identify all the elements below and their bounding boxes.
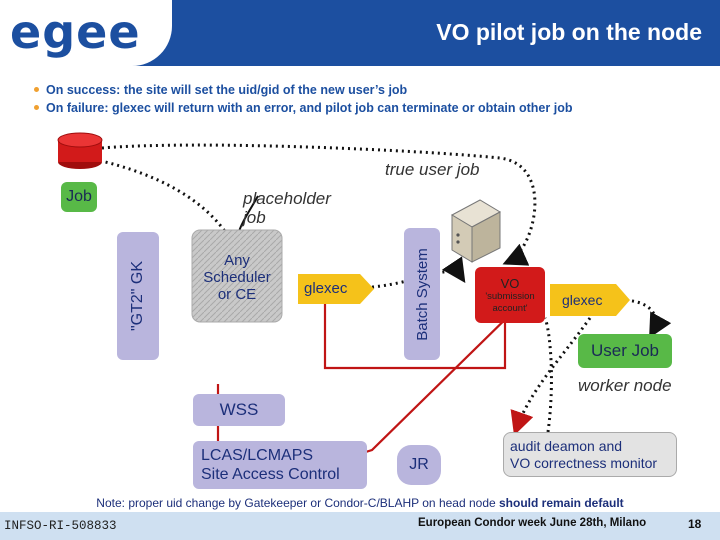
user-job-box: User Job bbox=[578, 334, 672, 368]
audit-label-line2: VO correctness monitor bbox=[510, 454, 658, 471]
scheduler-label: Any Scheduler or CE bbox=[192, 252, 282, 303]
slide-title: VO pilot job on the node bbox=[436, 19, 702, 45]
job-box: Job bbox=[61, 182, 97, 212]
footer-note-bold: should remain default bbox=[499, 496, 624, 510]
footer-project-id: INFSO-RI-508833 bbox=[4, 519, 117, 533]
job-label: Job bbox=[66, 188, 92, 205]
bullet-success: On success: the site will set the uid/gi… bbox=[34, 82, 407, 98]
footer-bar bbox=[0, 512, 720, 540]
scheduler-label-line1: Any bbox=[224, 252, 250, 269]
logo-area: egee bbox=[0, 0, 172, 66]
glexec-left-label: glexec bbox=[304, 280, 348, 297]
bullet-dot-icon bbox=[34, 105, 39, 110]
scheduler-label-line3: or CE bbox=[217, 286, 257, 303]
jr-box: JR bbox=[397, 445, 441, 485]
glexec-left-tag bbox=[298, 274, 374, 304]
user-job-label: User Job bbox=[590, 341, 660, 360]
vo-submission-label: 'submission bbox=[485, 290, 535, 302]
database-icon bbox=[57, 132, 103, 169]
egee-logo: egee bbox=[10, 5, 141, 59]
page-number: 18 bbox=[688, 517, 702, 531]
vo-account-label: account' bbox=[492, 302, 528, 314]
placeholder-label-line2: job bbox=[243, 208, 266, 227]
audit-to-glexec-dotted bbox=[510, 317, 592, 436]
audit-label-line1: audit deamon and bbox=[510, 437, 623, 454]
red-line-vo-lcas bbox=[355, 299, 526, 457]
placeholder-label-line1: placeholder bbox=[243, 189, 331, 208]
vo-submission-box: VO 'submission account' bbox=[475, 267, 545, 323]
glexec-right-tag bbox=[550, 284, 630, 316]
red-line-scheduler-vo bbox=[323, 290, 507, 370]
lcas-label-line1: LCAS/LCMAPS bbox=[201, 447, 314, 464]
lcas-label-line2: Site Access Control bbox=[201, 466, 340, 483]
worker-node-label: worker node bbox=[578, 376, 672, 395]
server-icon bbox=[450, 199, 502, 263]
bullet-success-text: On success: the site will set the uid/gi… bbox=[46, 83, 408, 97]
footer-note: Note: proper uid change by Gatekeeper or… bbox=[0, 496, 720, 510]
glexec-right-label: glexec bbox=[562, 292, 603, 308]
bullet-dot-icon bbox=[34, 87, 39, 92]
batch-system-label: Batch System bbox=[413, 247, 431, 341]
gt2-gk-label: "GT2" GK bbox=[129, 260, 147, 332]
footer-event: European Condor week June 28th, Milano bbox=[418, 517, 647, 529]
bullet-failure: On failure: glexec will return with an e… bbox=[34, 100, 572, 116]
lcas-lcmaps-box: LCAS/LCMAPS Site Access Control bbox=[193, 441, 367, 489]
scheduler-label-line2: Scheduler bbox=[203, 269, 271, 286]
batch-system-box: Batch System bbox=[404, 228, 440, 360]
footer-note-text: Note: proper uid change by Gatekeeper or… bbox=[96, 496, 499, 510]
wss-box: WSS bbox=[193, 394, 285, 426]
gt2-gk-box: "GT2" GK bbox=[117, 232, 159, 360]
true-user-job-label: true user job bbox=[385, 160, 480, 179]
vo-label: VO bbox=[500, 275, 520, 291]
jr-label: JR bbox=[409, 456, 429, 473]
wss-label: WSS bbox=[219, 400, 259, 419]
scheduler-box-bg bbox=[191, 229, 283, 323]
bullet-failure-text: On failure: glexec will return with an e… bbox=[46, 101, 573, 115]
audit-daemon-box: audit deamon and VO correctness monitor bbox=[503, 432, 677, 477]
audit-to-vo-dotted bbox=[543, 317, 553, 433]
